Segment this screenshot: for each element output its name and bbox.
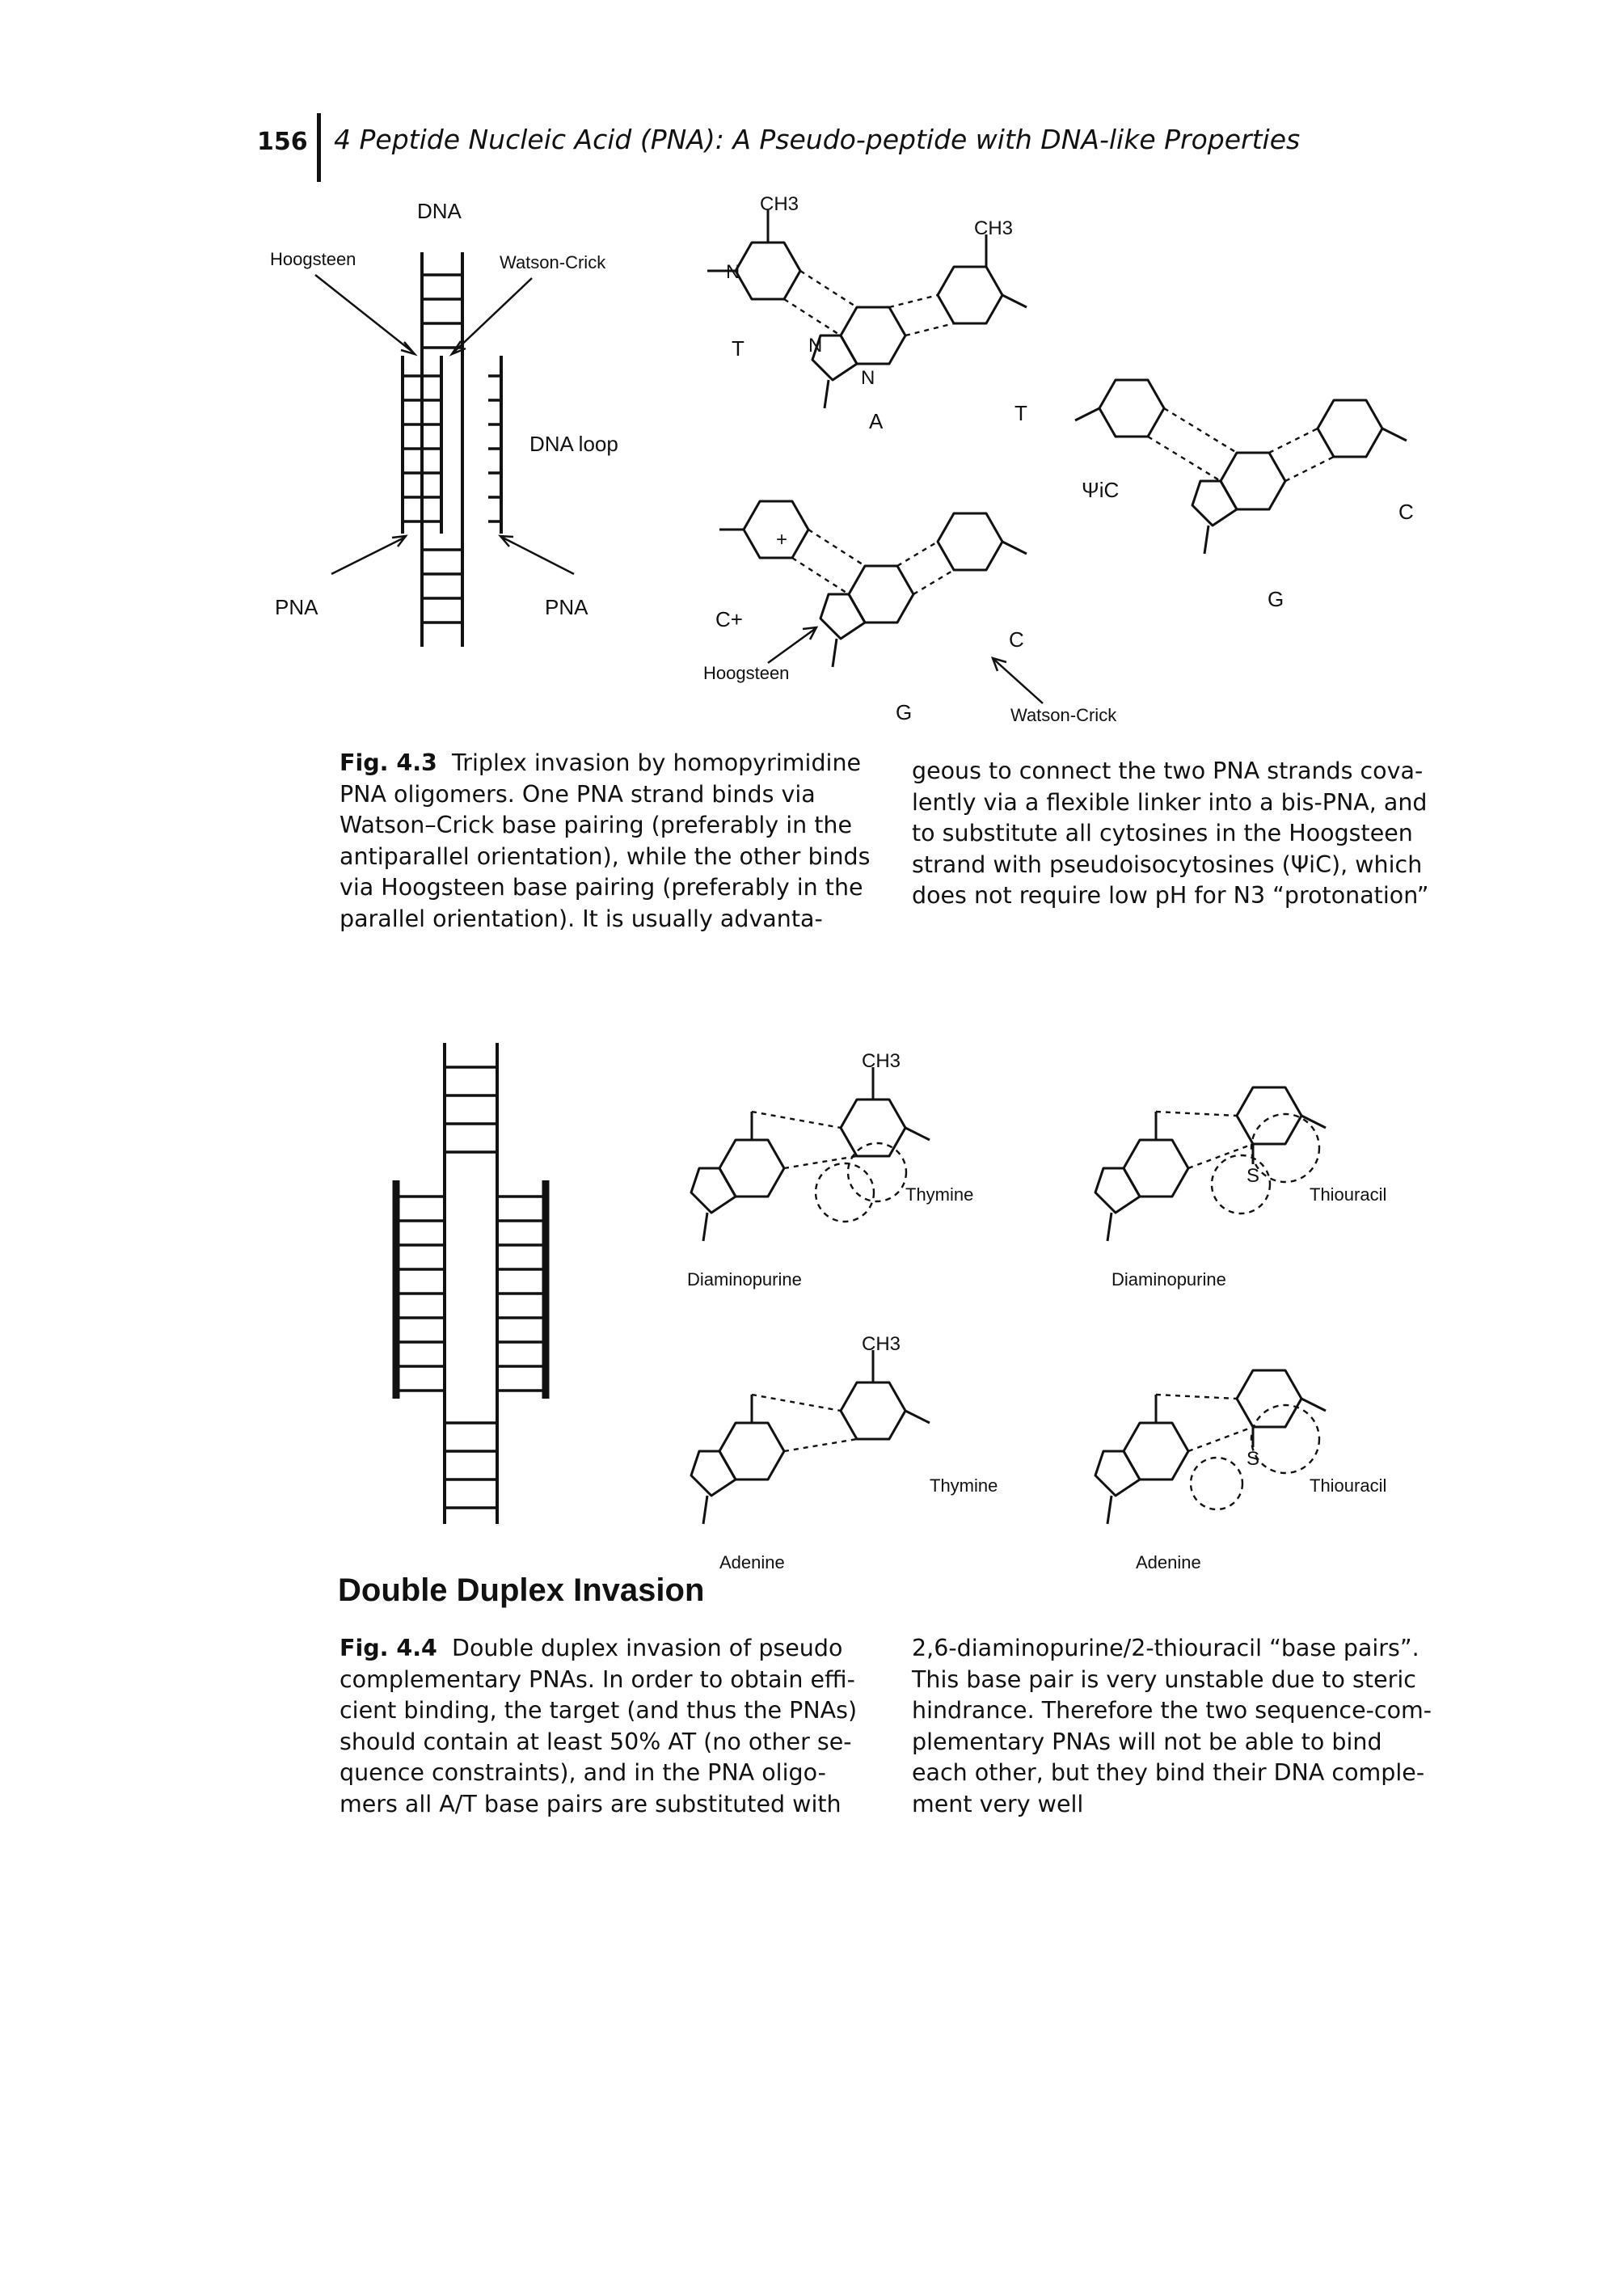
- caption-line: parallel orientation). It is usually adv…: [340, 905, 823, 932]
- fig43-caption-left: Fig. 4.3 Triplex invasion by homopyrimid…: [340, 748, 873, 935]
- label-diaminopurine-right: Diaminopurine: [1111, 1269, 1226, 1290]
- label-thiouracil-top: Thiouracil: [1310, 1184, 1386, 1205]
- fig43-label: Fig. 4.3: [340, 749, 437, 776]
- header-rule: [317, 113, 321, 182]
- arrow-watson-crick: [449, 277, 533, 357]
- label-dna: DNA: [417, 199, 462, 223]
- caption-line: Watson–Crick base pairing (preferably in…: [340, 812, 853, 838]
- section-heading: Double Duplex Invasion: [338, 1572, 705, 1608]
- caption-line: mers all A/T base pairs are substituted …: [340, 1790, 842, 1817]
- svg-text:S: S: [1246, 1165, 1259, 1187]
- caption-line: antiparallel orientation), while the oth…: [340, 842, 871, 870]
- label-a: A: [869, 409, 884, 433]
- label-thymine-top: Thymine: [905, 1184, 973, 1205]
- label-dna-loop: DNA loop: [529, 432, 618, 456]
- caption-line: via Hoogsteen base pairing (preferably i…: [340, 874, 863, 901]
- ch3-right: CH3: [974, 217, 1013, 239]
- label-thiouracil-bottom: Thiouracil: [1310, 1475, 1386, 1496]
- caption-line: each other, but they bind their DNA comp…: [912, 1759, 1425, 1786]
- label-pna-left: PNA: [275, 595, 318, 619]
- caption-line-text: Triplex invasion by homopyrimidine: [452, 749, 862, 776]
- caption-line: ment very well: [912, 1790, 1084, 1817]
- fig44-structures: CH3 Thymine Diaminopurine S Thiouracil D…: [687, 1051, 1386, 1572]
- triplet-tat: N CH3 T N N A CH3 T: [707, 193, 1027, 433]
- pair-adenine-thiouracil: S Thiouracil Adenine: [1094, 1369, 1386, 1572]
- dna-loop-strand: [488, 356, 503, 534]
- label-adenine-left: Adenine: [719, 1552, 785, 1572]
- label-watson-crick-chem: Watson-Crick: [1010, 705, 1117, 725]
- triplet-cgc: + C+ G C Hoogsteen Watson-Crick: [703, 500, 1117, 725]
- pair-dap-thymine: CH3 Thymine Diaminopurine: [687, 1051, 973, 1290]
- page-number: 156: [257, 128, 308, 156]
- fig44-schematic: [392, 1043, 550, 1524]
- label-c-plus: C+: [715, 607, 743, 631]
- fig43-schematic: DNA Hoogsteen Watson-Crick DNA loop PNA …: [270, 199, 618, 647]
- dna-duplex-bottom: [420, 534, 462, 647]
- caption-line: PNA oligomers. One PNA strand binds via: [340, 780, 816, 808]
- pair-dap-thiouracil: S Thiouracil Diaminopurine: [1094, 1086, 1386, 1290]
- fig44-caption-right: 2,6-diaminopurine/2-thiouracil “base pai…: [912, 1633, 1462, 1820]
- fig44-label: Fig. 4.4: [340, 1635, 437, 1661]
- caption-line: should contain at least 50% AT (no other…: [340, 1728, 852, 1755]
- chapter-title: 4 Peptide Nucleic Acid (PNA): A Pseudo-p…: [334, 124, 1300, 155]
- ch3-left: CH3: [760, 193, 799, 215]
- running-head: 156: [257, 125, 308, 156]
- fig44-caption-left: Fig. 4.4 Double duplex invasion of pseud…: [340, 1633, 873, 1820]
- svg-text:N: N: [808, 335, 822, 357]
- arrow-watson-crick-chem: [990, 656, 1044, 704]
- caption-line: to substitute all cytosines in the Hoogs…: [912, 820, 1413, 846]
- label-g-mid: G: [896, 700, 912, 724]
- pna-left-44: [392, 1180, 446, 1399]
- caption-line: 2,6-diaminopurine/2-thiouracil “base pai…: [912, 1635, 1419, 1661]
- label-thymine-bottom: Thymine: [930, 1475, 998, 1496]
- arrow-hoogsteen: [314, 274, 418, 357]
- caption-line: does not require low pH for N3 “protonat…: [912, 882, 1429, 909]
- dna-duplex-bottom-44: [443, 1399, 499, 1524]
- pair-adenine-thymine: CH3 Thymine Adenine: [690, 1333, 998, 1572]
- caption-line: cient binding, the target (and thus the …: [340, 1697, 858, 1724]
- label-pna-right: PNA: [545, 595, 588, 619]
- label-hoogsteen-chem: Hoogsteen: [703, 663, 789, 683]
- label-psi-c: ΨiC: [1082, 478, 1119, 502]
- pna-right-44: [496, 1180, 550, 1399]
- arrow-hoogsteen-chem: [767, 626, 819, 665]
- label-g-right: G: [1268, 587, 1284, 611]
- caption-line: plementary PNAs will not be able to bind: [912, 1728, 1382, 1755]
- chapter-title-text: 4 Peptide Nucleic Acid (PNA): A Pseudo-p…: [334, 124, 1301, 155]
- caption-line: This base pair is very unstable due to s…: [912, 1665, 1416, 1693]
- label-c-mid: C: [1009, 627, 1024, 652]
- label-t-right: T: [1014, 401, 1027, 425]
- fig43-caption-right: geous to connect the two PNA strands cov…: [912, 756, 1462, 912]
- arrow-pna-left: [331, 534, 408, 576]
- dna-duplex-top: [420, 252, 464, 647]
- svg-text:N: N: [861, 367, 875, 389]
- caption-line: hindrance. Therefore the two sequence-co…: [912, 1697, 1432, 1724]
- ch3-44b: CH3: [862, 1333, 901, 1355]
- caption-line-text: Double duplex invasion of pseudo: [452, 1635, 843, 1661]
- caption-line: quence constraints), and in the PNA olig…: [340, 1759, 826, 1786]
- triplet-psic-gc: ΨiC G C: [1074, 378, 1414, 611]
- arrow-pna-right: [498, 534, 575, 576]
- caption-line: Fig. 4.4 Double duplex invasion of pseud…: [340, 1633, 873, 1665]
- caption-line: complementary PNAs. In order to obtain e…: [340, 1665, 855, 1693]
- label-c-right: C: [1398, 500, 1414, 524]
- pna-triplex: [401, 356, 443, 534]
- fig43-structures: N CH3 T N N A CH3 T + C+ G C: [703, 193, 1414, 725]
- caption-line: Fig. 4.3 Triplex invasion by homopyrimid…: [340, 748, 873, 779]
- label-t-left: T: [732, 336, 745, 361]
- caption-line: geous to connect the two PNA strands cov…: [912, 758, 1424, 784]
- label-watson-crick: Watson-Crick: [500, 252, 606, 272]
- svg-text:+: +: [776, 529, 787, 551]
- svg-text:S: S: [1246, 1448, 1259, 1470]
- caption-line: lently via a flexible linker into a bis-…: [912, 788, 1428, 816]
- dna-duplex-top-44: [443, 1043, 499, 1188]
- label-diaminopurine-left: Diaminopurine: [687, 1269, 802, 1290]
- ch3-44a: CH3: [862, 1051, 901, 1072]
- label-adenine-right: Adenine: [1136, 1552, 1201, 1572]
- caption-line: strand with pseudoisocytosines (ΨiC), wh…: [912, 851, 1423, 878]
- label-hoogsteen: Hoogsteen: [270, 249, 356, 269]
- svg-text:N: N: [726, 261, 740, 283]
